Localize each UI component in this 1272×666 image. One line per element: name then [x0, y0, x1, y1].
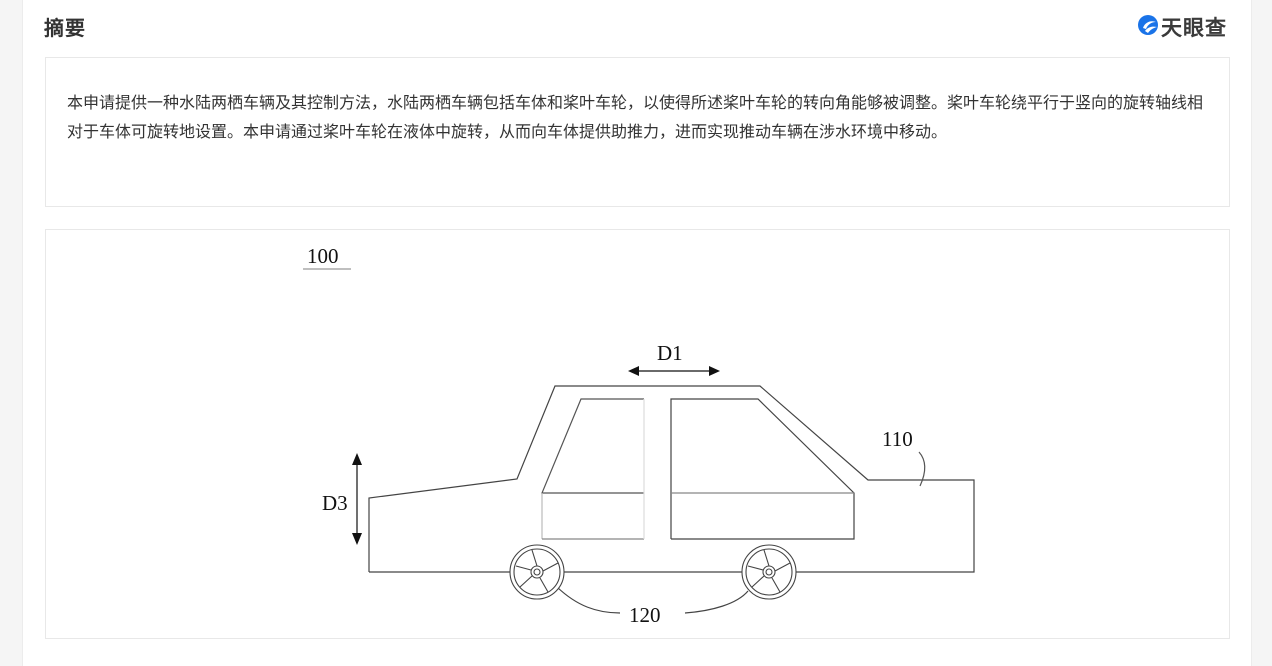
wheel-front — [509, 544, 565, 600]
label-d1: D1 — [657, 341, 683, 365]
tianyancha-logo-icon — [1137, 14, 1159, 40]
vehicle-diagram: 100 D1 D3 110 120 — [303, 244, 975, 627]
abstract-box: 本申请提供一种水陆两栖车辆及其控制方法，水陆两栖车辆包括车体和桨叶车轮，以使得所… — [45, 57, 1230, 207]
content-column: 摘要 天眼查 本申请提供一种水陆两栖车辆及其控制方法，水陆两栖车辆包括车体和桨叶… — [22, 0, 1252, 666]
section-title: 摘要 — [44, 16, 86, 40]
brand-name: 天眼查 — [1161, 16, 1227, 40]
wheel-rear — [741, 544, 797, 600]
label-body: 110 — [882, 427, 913, 451]
label-assembly: 100 — [307, 244, 339, 268]
brand-logo[interactable]: 天眼查 — [1137, 12, 1227, 42]
patent-figure: 100 D1 D3 110 120 — [45, 229, 1230, 639]
label-d3: D3 — [322, 491, 348, 515]
abstract-text: 本申请提供一种水陆两栖车辆及其控制方法，水陆两栖车辆包括车体和桨叶车轮，以使得所… — [67, 93, 1204, 141]
label-wheels: 120 — [629, 603, 661, 627]
